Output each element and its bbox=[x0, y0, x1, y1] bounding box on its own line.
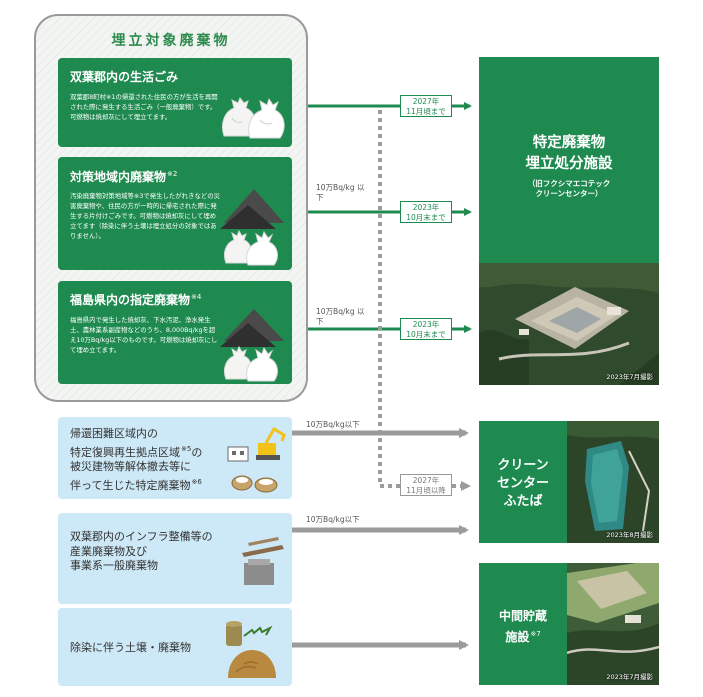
card-body: 汚染廃棄物対策地域等※3で発生したがれきなどの災害廃棄物や、住民の方が一時的に帰… bbox=[70, 192, 221, 240]
facility-title: 特定廃棄物 埋立処分施設 bbox=[525, 135, 613, 172]
card-futaba-household-waste: 双葉郡内の生活ごみ 双葉郡8町村※1の帰還された住民の方が生活を再開された際に発… bbox=[58, 58, 292, 147]
card-designated-waste: 福島県内の指定廃棄物※4 福島県内で発生した焼却灰、下水汚泥、浄水発生土、農林業… bbox=[58, 281, 292, 384]
card-title: 対策地域内廃棄物※2 bbox=[70, 170, 178, 184]
card-infrastructure-industrial-waste: 双葉郡内のインフラ整備等の 産業廃棄物及び 事業系一般廃棄物 bbox=[58, 513, 292, 604]
photo-caption: 2023年8月撮影 bbox=[606, 531, 653, 539]
threshold-label-card4: 10万Bq/kg以下 bbox=[306, 420, 360, 429]
facility-specific-waste-landfill: 特定廃棄物 埋立処分施設 （旧フクシマエコテック クリーンセンター） 2023年… bbox=[479, 57, 659, 385]
facility-aerial-photo: 2023年8月撮影 bbox=[567, 421, 659, 543]
card-body: 福島県内で発生した焼却灰、下水汚泥、浄水発生土、農林業系副産物などのうち、8,0… bbox=[70, 316, 218, 354]
card-text: 帰還困難区域内の 特定復興再生拠点区域※5の 被災建物等解体撤去等に 伴って生じ… bbox=[70, 427, 203, 492]
card-text: 双葉郡内のインフラ整備等の 産業廃棄物及び 事業系一般廃棄物 bbox=[70, 530, 213, 572]
card-decontamination-soil-waste: 除染に伴う土壌・廃棄物 bbox=[58, 608, 292, 686]
threshold-label-card3: 10万Bq/kg 以下 bbox=[316, 307, 365, 326]
soil-and-plants-icon bbox=[226, 621, 276, 678]
ash-and-bags-icon bbox=[220, 309, 284, 382]
group-title: 埋立対象廃棄物 bbox=[111, 33, 231, 49]
card-specific-reconstruction-waste: 帰還困難区域内の 特定復興再生拠点区域※5の 被災建物等解体撤去等に 伴って生じ… bbox=[58, 417, 292, 499]
facility-aerial-photo: 2023年7月撮影 bbox=[479, 263, 659, 385]
card-title: 双葉郡内の生活ごみ bbox=[70, 70, 179, 84]
card-text: 除染に伴う土壌・廃棄物 bbox=[70, 641, 191, 654]
photo-caption: 2023年7月撮影 bbox=[606, 673, 653, 681]
facility-clean-center-futaba: クリーン センター ふたば 2023年8月撮影 bbox=[479, 421, 659, 543]
card-title: 福島県内の指定廃棄物※4 bbox=[70, 293, 202, 307]
ash-and-bags-icon bbox=[220, 189, 284, 266]
facility-title: 中間貯蔵 施設※7 bbox=[498, 609, 547, 644]
threshold-label-card2: 10万Bq/kg 以下 bbox=[316, 183, 365, 202]
industrial-waste-icon bbox=[242, 537, 284, 585]
card-body: 双葉郡8町村※1の帰還された住民の方が生活を再開された際に発生する生活ごみ（一般… bbox=[70, 93, 218, 121]
facility-subtitle: （旧フクシマエコテック クリーンセンター） bbox=[527, 179, 611, 198]
excavator-demolition-icon bbox=[227, 426, 286, 493]
threshold-label-card5: 10万Bq/kg以下 bbox=[306, 515, 360, 524]
garbage-bags-icon bbox=[221, 97, 285, 139]
facility-interim-storage: 中間貯蔵 施設※7 2023年7月撮影 bbox=[479, 563, 659, 685]
facility-title: クリーン センター ふたば bbox=[496, 458, 549, 509]
card-countermeasure-area-waste: 対策地域内廃棄物※2 汚染廃棄物対策地域等※3で発生したがれきなどの災害廃棄物や… bbox=[58, 157, 292, 270]
photo-caption: 2023年7月撮影 bbox=[606, 373, 653, 381]
facility-aerial-photo: 2023年7月撮影 bbox=[567, 563, 659, 685]
